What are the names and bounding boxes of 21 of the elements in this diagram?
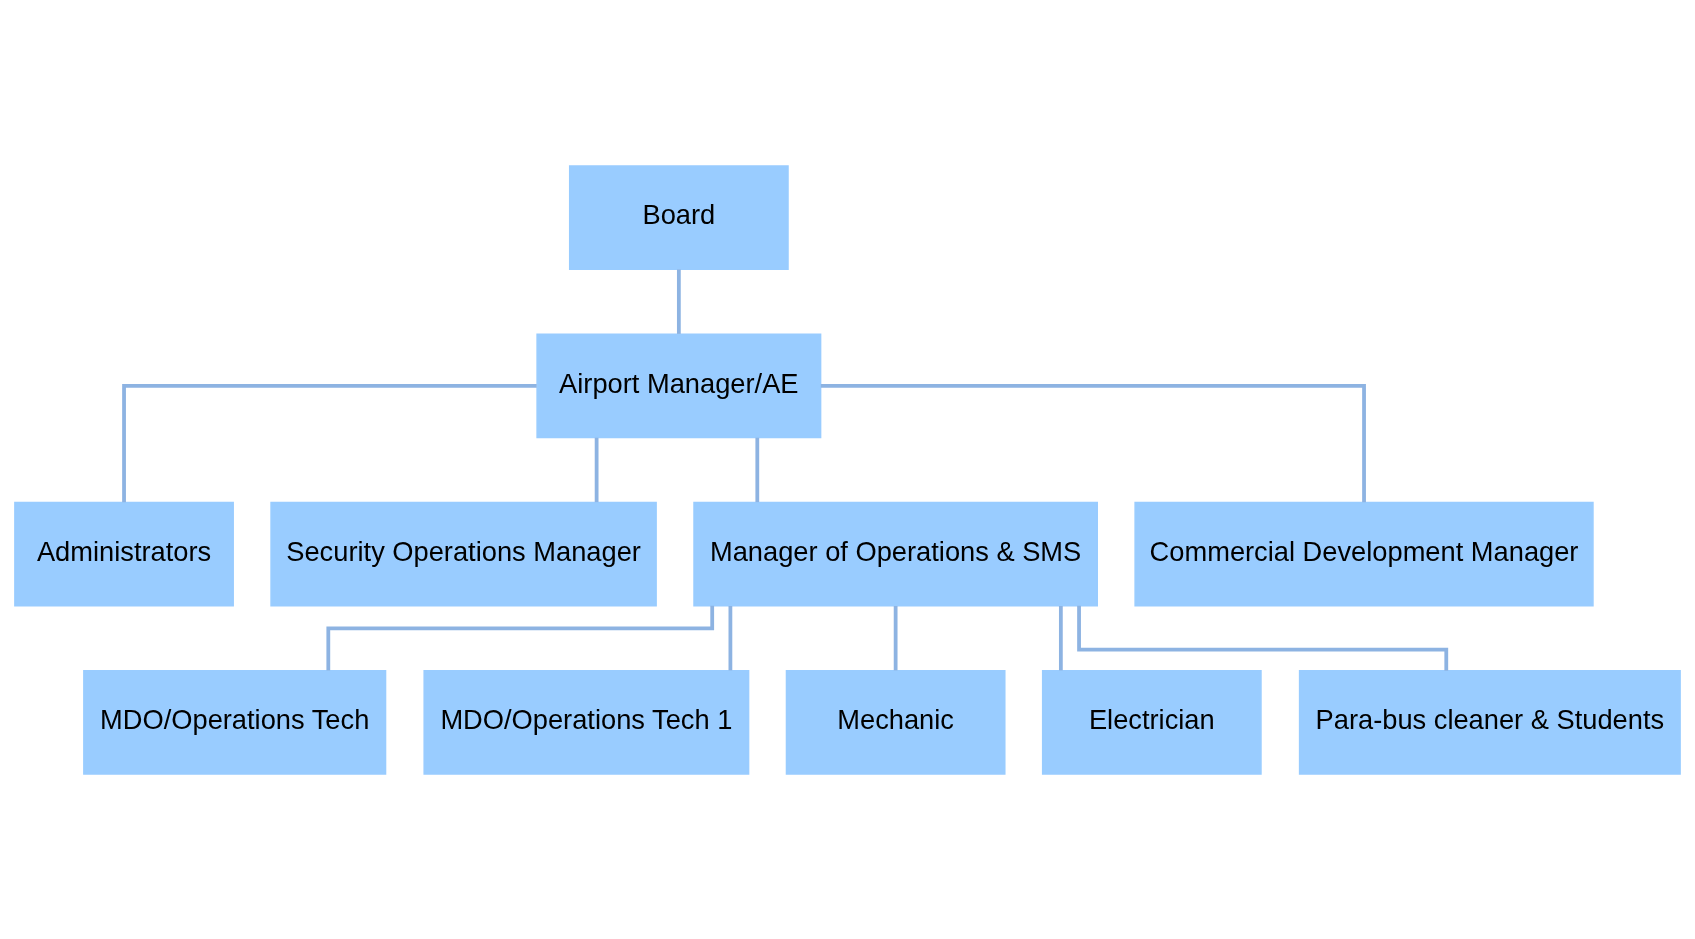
node-box: Airport Manager/AE [536,333,822,438]
node-box: Commercial Development Manager [1134,501,1594,606]
node-box: Para-bus cleaner & Students [1298,669,1681,775]
connector [728,605,733,670]
connector [122,383,537,502]
node-box: MDO/Operations Tech [83,669,387,775]
node-box: Manager of Operations & SMS [693,501,1098,606]
connector [1058,605,1063,670]
node-box: Board [568,164,789,270]
connector [820,383,1366,502]
connector [676,268,681,334]
node-box: Administrators [14,501,234,606]
connector [326,605,715,670]
connector [893,605,898,670]
node-box: Security Operations Manager [270,501,657,606]
node-box: Mechanic [785,669,1006,775]
node-box: MDO/Operations Tech 1 [423,669,750,775]
node-box: Electrician [1041,669,1262,775]
connector [594,437,599,502]
connector [755,437,760,502]
connector [1077,605,1449,671]
